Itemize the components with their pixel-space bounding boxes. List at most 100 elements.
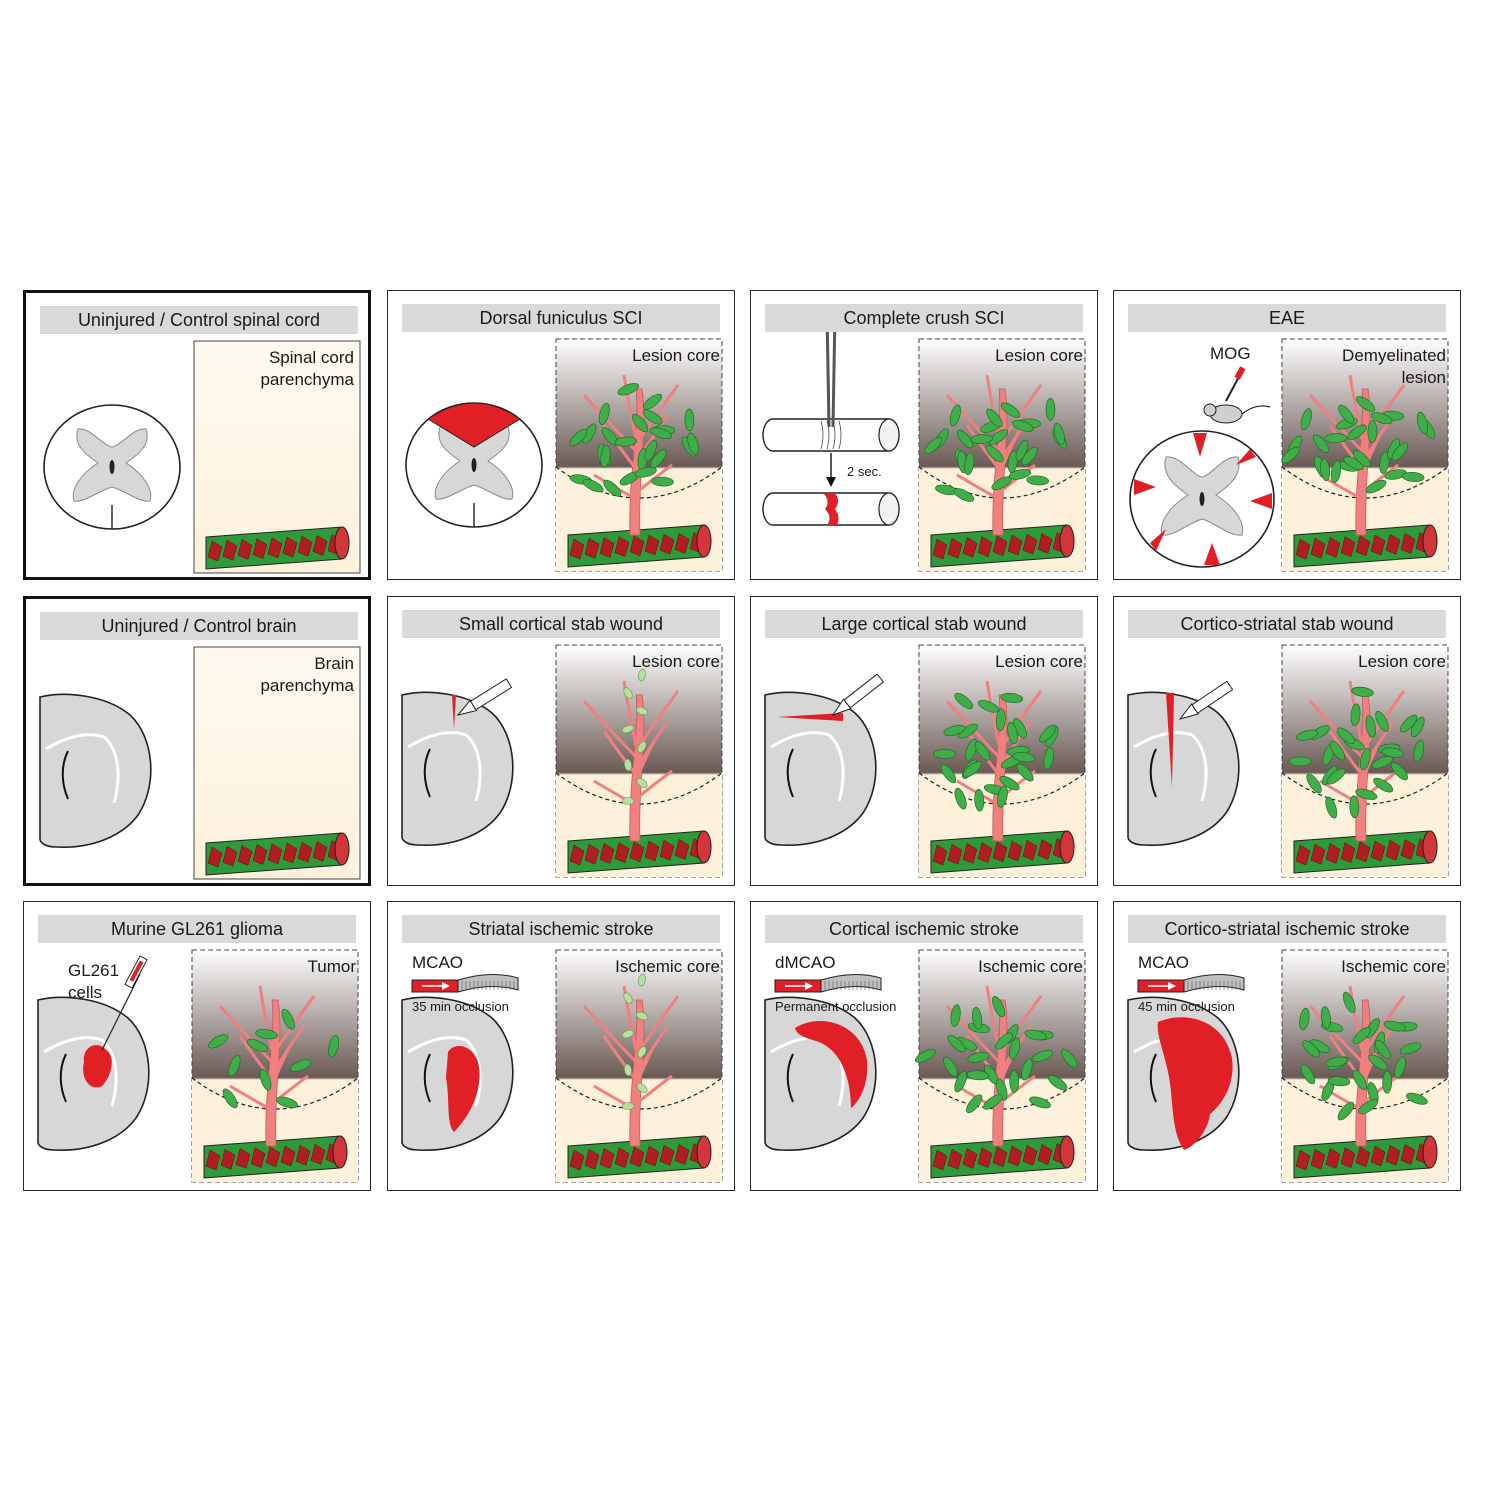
vessel-cell (252, 844, 268, 865)
branch (582, 394, 638, 453)
leaf (966, 1094, 983, 1114)
lesion-border (918, 1077, 1086, 1110)
model-agent-label: GL261 cells (68, 961, 120, 1002)
brain-hemisphere (764, 673, 885, 846)
mouse-tail (1241, 405, 1271, 415)
leaf (1355, 396, 1376, 412)
vessel-cell (599, 537, 615, 558)
mouse-head (1203, 403, 1217, 417)
cord-end (878, 418, 900, 452)
branch (997, 995, 1043, 1057)
panel-illustration (1127, 949, 1449, 1183)
leaf (1326, 768, 1346, 785)
leaf (954, 787, 967, 810)
leaf (999, 775, 1020, 791)
vessel-cell (1310, 537, 1326, 559)
ventricle (786, 1053, 794, 1103)
leaf (954, 1071, 968, 1093)
leaf (642, 393, 663, 410)
leaf (1365, 479, 1387, 494)
flow-arrow-head (805, 982, 813, 990)
central-canal (1199, 492, 1205, 506)
occlusion-diagram (774, 973, 882, 993)
vessel-lumen (1422, 524, 1438, 558)
branch (965, 424, 1001, 470)
leaf (1009, 1070, 1020, 1093)
panel-illustration (37, 949, 359, 1183)
leaf (1302, 1040, 1320, 1058)
leaf (992, 996, 1005, 1018)
vessel-cell (267, 537, 283, 559)
leaf (967, 1051, 990, 1063)
leaf (1296, 729, 1319, 741)
leaf (1352, 1027, 1371, 1044)
branch (945, 394, 1001, 453)
panel-illustration (401, 644, 723, 878)
cord-end (878, 492, 900, 526)
vessel-cell (644, 840, 660, 862)
leaf (1343, 456, 1365, 471)
vessel-cell (659, 1144, 675, 1166)
infarct (1157, 1017, 1233, 1150)
vessel-cell (1370, 1145, 1386, 1167)
leaf (1300, 1064, 1316, 1085)
branch (635, 769, 673, 801)
inset-label: Brain parenchyma (260, 654, 354, 695)
demyelination-spot (1204, 543, 1220, 565)
leaf (621, 724, 635, 734)
vessel-cell (1310, 843, 1326, 865)
vessel-cell (252, 538, 268, 559)
brain-hemisphere (1127, 680, 1240, 846)
brain-hemisphere (764, 996, 877, 1151)
vascular-inset (918, 644, 1086, 878)
vessel-cell (962, 843, 978, 864)
vessel-cell (614, 842, 630, 863)
vessel-cell (992, 841, 1008, 863)
leaf (1306, 773, 1322, 794)
leaf (635, 706, 649, 716)
branch (602, 730, 638, 776)
scalpel-icon (456, 678, 513, 716)
demyelination-spot (1193, 433, 1207, 457)
leaf (965, 738, 978, 761)
scalpel-icon (1178, 680, 1234, 720)
vascular-inset (1281, 338, 1449, 572)
leaf (974, 788, 985, 812)
corpus-callosum (1133, 731, 1208, 802)
leaf (1329, 740, 1345, 761)
spinal-cord-cross-section (405, 402, 543, 528)
vascular-inset (555, 644, 723, 878)
vessel-cell (1340, 536, 1356, 557)
vessel-cell (1385, 839, 1401, 861)
leaf (1383, 1020, 1406, 1032)
leaf (1336, 727, 1356, 744)
vessel-cell (674, 839, 690, 860)
leaf (634, 466, 657, 478)
leaf (924, 436, 943, 454)
leaf (259, 1068, 272, 1091)
vessel-cell (569, 538, 585, 560)
vessel-cell (265, 1146, 281, 1168)
leaf (995, 708, 1006, 732)
vessel-cell (992, 1146, 1008, 1168)
corpus-callosum (45, 733, 120, 804)
brain-hemisphere (37, 955, 150, 1151)
leaf (1381, 747, 1404, 758)
flow-arrow-head (442, 982, 450, 990)
leaf (1024, 1029, 1047, 1041)
leaf (943, 1056, 958, 1077)
vessel-cell (297, 841, 313, 863)
leaf (1371, 755, 1393, 769)
flow-arrow-head (1168, 982, 1176, 990)
leaf (1031, 1049, 1054, 1062)
spinal-cord-cross-section (43, 404, 181, 530)
vessel-lumen (696, 830, 712, 864)
vessel-lumen (1422, 830, 1438, 864)
branch (1360, 434, 1382, 476)
vessel-lumen (334, 832, 350, 866)
